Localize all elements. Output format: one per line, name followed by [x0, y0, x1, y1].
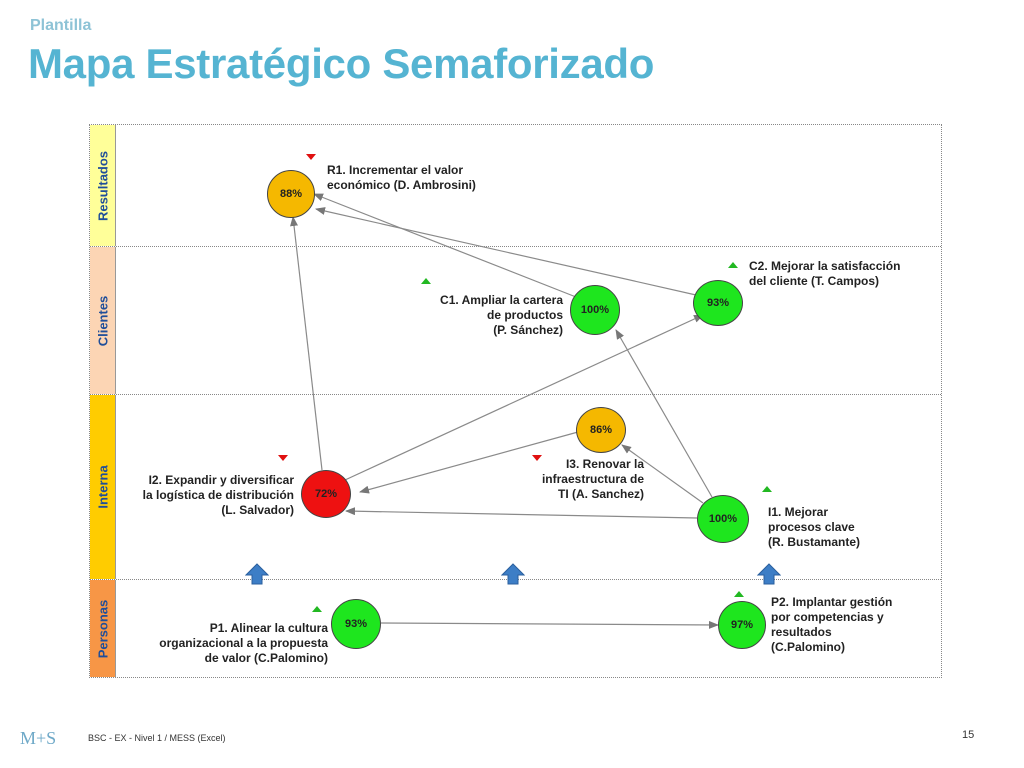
- label-line: por competencias y: [771, 610, 884, 624]
- lane-personas: Personas: [90, 580, 941, 677]
- objective-c1-indicator[interactable]: 100%: [570, 285, 620, 335]
- label-line: (C.Palomino): [771, 640, 845, 654]
- label-line: la logística de distribución: [142, 488, 294, 502]
- green-triangle-up-icon: [728, 262, 738, 268]
- objective-r1-indicator[interactable]: 88%: [267, 170, 315, 218]
- objective-r1-label: R1. Incrementar el valor económico (D. A…: [327, 163, 476, 193]
- page-number: 15: [962, 729, 975, 741]
- objective-p2-label: P2. Implantar gestión por competencias y…: [771, 595, 892, 655]
- lane-resultados: Resultados: [90, 125, 941, 247]
- link-p1-p2: [380, 620, 719, 629]
- label-line: (R. Bustamante): [768, 535, 861, 549]
- label-line: I1. Mejorar: [768, 505, 829, 519]
- label-line: I2. Expandir y diversificar: [148, 473, 294, 487]
- label-line: TI (A. Sanchez): [557, 487, 644, 501]
- blue-up-arrow-icon: [501, 563, 525, 585]
- red-triangle-down-icon: [278, 455, 288, 461]
- label-line: resultados: [771, 625, 832, 639]
- objective-c2-label: C2. Mejorar la satisfacción del cliente …: [749, 259, 900, 289]
- label-line: organizacional a la propuesta: [159, 636, 328, 650]
- label-line: C1. Ampliar la cartera: [440, 293, 563, 307]
- objective-i3-indicator[interactable]: 86%: [576, 407, 626, 453]
- objective-i1-label: I1. Mejorar procesos clave (R. Bustamant…: [768, 505, 860, 550]
- objective-i3-label: I3. Renovar la infraestructura de TI (A.…: [520, 457, 644, 502]
- label-line: del cliente (T. Campos): [749, 274, 880, 288]
- lane-label-personas: Personas: [90, 580, 116, 677]
- green-triangle-up-icon: [734, 591, 744, 597]
- label-line: R1. Incrementar el valor: [327, 163, 464, 177]
- label-line: (P. Sánchez): [493, 323, 563, 337]
- label-line: I3. Renovar la: [565, 457, 644, 471]
- link-i3-i2: [359, 431, 579, 494]
- red-triangle-down-icon: [532, 455, 542, 461]
- footer-caption: BSC - EX - Nivel 1 / MESS (Excel): [88, 733, 226, 743]
- blue-up-arrow-icon: [245, 563, 269, 585]
- label-line: infraestructura de: [541, 472, 644, 486]
- link-c1-r1: [313, 193, 577, 298]
- green-triangle-up-icon: [421, 278, 431, 284]
- objective-p1-indicator[interactable]: 93%: [331, 599, 381, 649]
- objective-i1-indicator[interactable]: 100%: [697, 495, 749, 543]
- blue-up-arrow-icon: [757, 563, 781, 585]
- link-i2-c2: [344, 314, 704, 481]
- objective-p1-label: P1. Alinear la cultura organizacional a …: [130, 621, 328, 666]
- red-triangle-down-icon: [306, 154, 316, 160]
- lane-label-resultados: Resultados: [90, 125, 116, 246]
- label-line: C2. Mejorar la satisfacción: [749, 259, 901, 273]
- slide-title: Mapa Estratégico Semaforizado: [28, 40, 655, 87]
- slide-subtitle: Plantilla: [30, 17, 92, 34]
- green-triangle-up-icon: [762, 486, 772, 492]
- link-i1-i3: [621, 444, 704, 504]
- label-line: (L. Salvador): [221, 503, 294, 517]
- objective-p2-indicator[interactable]: 97%: [718, 601, 766, 649]
- green-triangle-up-icon: [312, 606, 322, 612]
- lane-label-clientes: Clientes: [90, 247, 116, 394]
- link-i1-i2: [345, 507, 698, 519]
- label-line: procesos clave: [768, 520, 855, 534]
- company-logo: M+S: [20, 728, 57, 748]
- label-line: P2. Implantar gestión: [771, 595, 893, 609]
- label-line: de productos: [486, 308, 563, 322]
- objective-c1-label: C1. Ampliar la cartera de productos (P. …: [425, 293, 563, 338]
- link-c2-r1: [315, 207, 697, 296]
- objective-i2-indicator[interactable]: 72%: [301, 470, 351, 518]
- label-line: P1. Alinear la cultura: [209, 621, 328, 635]
- objective-i2-label: I2. Expandir y diversificar la logística…: [120, 473, 294, 518]
- lane-label-interna: Interna: [90, 395, 116, 579]
- objective-c2-indicator[interactable]: 93%: [693, 280, 743, 326]
- link-i1-c1: [615, 329, 713, 498]
- label-line: de valor (C.Palomino): [204, 651, 328, 665]
- link-i2-r1: [290, 216, 323, 471]
- lane-clientes: Clientes: [90, 247, 941, 395]
- label-line: económico (D. Ambrosini): [327, 178, 476, 192]
